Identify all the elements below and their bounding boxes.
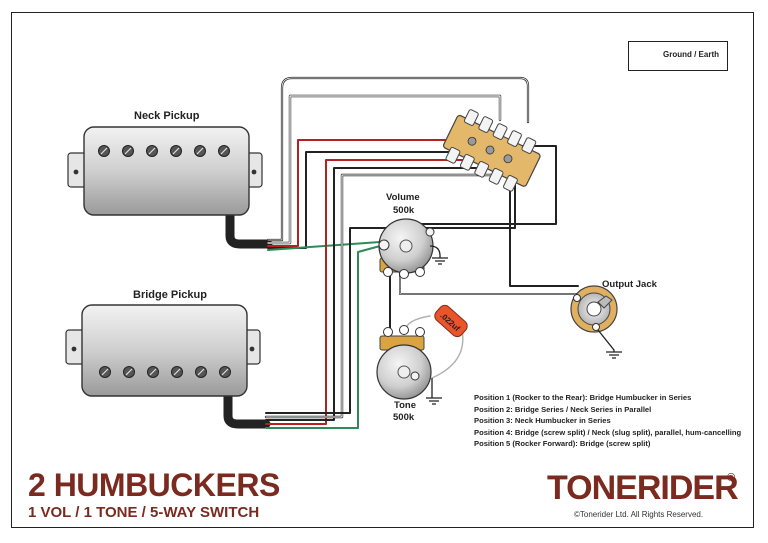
neck-cable [225,210,273,249]
cap-ground-wire [431,329,464,379]
volume-value-label: 500k [393,205,415,216]
bridge-black-wire-2 [265,169,516,414]
neck-black-wire-2 [267,151,479,249]
registered-mark: ® [727,472,736,484]
output-jack-label: Output Jack [602,279,657,290]
bridge-green-wire [265,245,381,429]
volume-label: Volume [386,192,420,203]
ground-icon [426,378,442,405]
neck-pickup-label: Neck Pickup [134,110,200,122]
wires [223,76,581,429]
ground-icon [429,245,448,265]
switch-positions-list: Position 1 (Rocker to the Rear): Bridge … [474,392,741,450]
ground-legend-label: Ground / Earth [663,50,719,59]
switch-position-2: Position 2: Bridge Series / Neck Series … [474,404,652,414]
neck-red-wire [267,139,471,247]
tone-label: Tone [394,400,416,411]
capacitor: .022uf [434,304,468,338]
tone-value-label: 500k [393,412,415,423]
ground-legend: Ground / Earth [628,41,728,71]
switch-position-5: Position 5 (Rocker Forward): Bridge (scr… [474,439,651,448]
volume-pot [378,218,435,279]
switch-jack-wire [509,175,579,287]
neck-green-wire [267,241,381,251]
bridge-black-wire [265,167,493,421]
diagram-subtitle: 1 VOL / 1 TONE / 5-WAY SWITCH [28,504,260,521]
output-jack [570,285,618,333]
ground-icon [597,329,622,359]
neck-pickup [67,126,263,216]
switch-position-3: Position 3: Neck Humbucker in Series [474,416,611,425]
bridge-cable [223,391,271,429]
diagram-title: 2 HUMBUCKERS [28,467,280,503]
switch-position-4: Position 4: Bridge (screw split) / Neck … [474,427,742,437]
tone-pot [376,325,432,400]
jack-hot-wire [399,269,581,295]
bridge-pickup-label: Bridge Pickup [133,289,207,301]
copyright-notice: ©Tonerider Ltd. All Rights Reserved. [574,510,704,519]
brand-logo: TONERIDER [547,469,739,507]
five-way-switch [442,109,541,192]
bridge-pickup [65,304,261,397]
bridge-red-wire [265,159,487,425]
switch-position-1: Position 1 (Rocker to the Rear): Bridge … [474,393,692,402]
